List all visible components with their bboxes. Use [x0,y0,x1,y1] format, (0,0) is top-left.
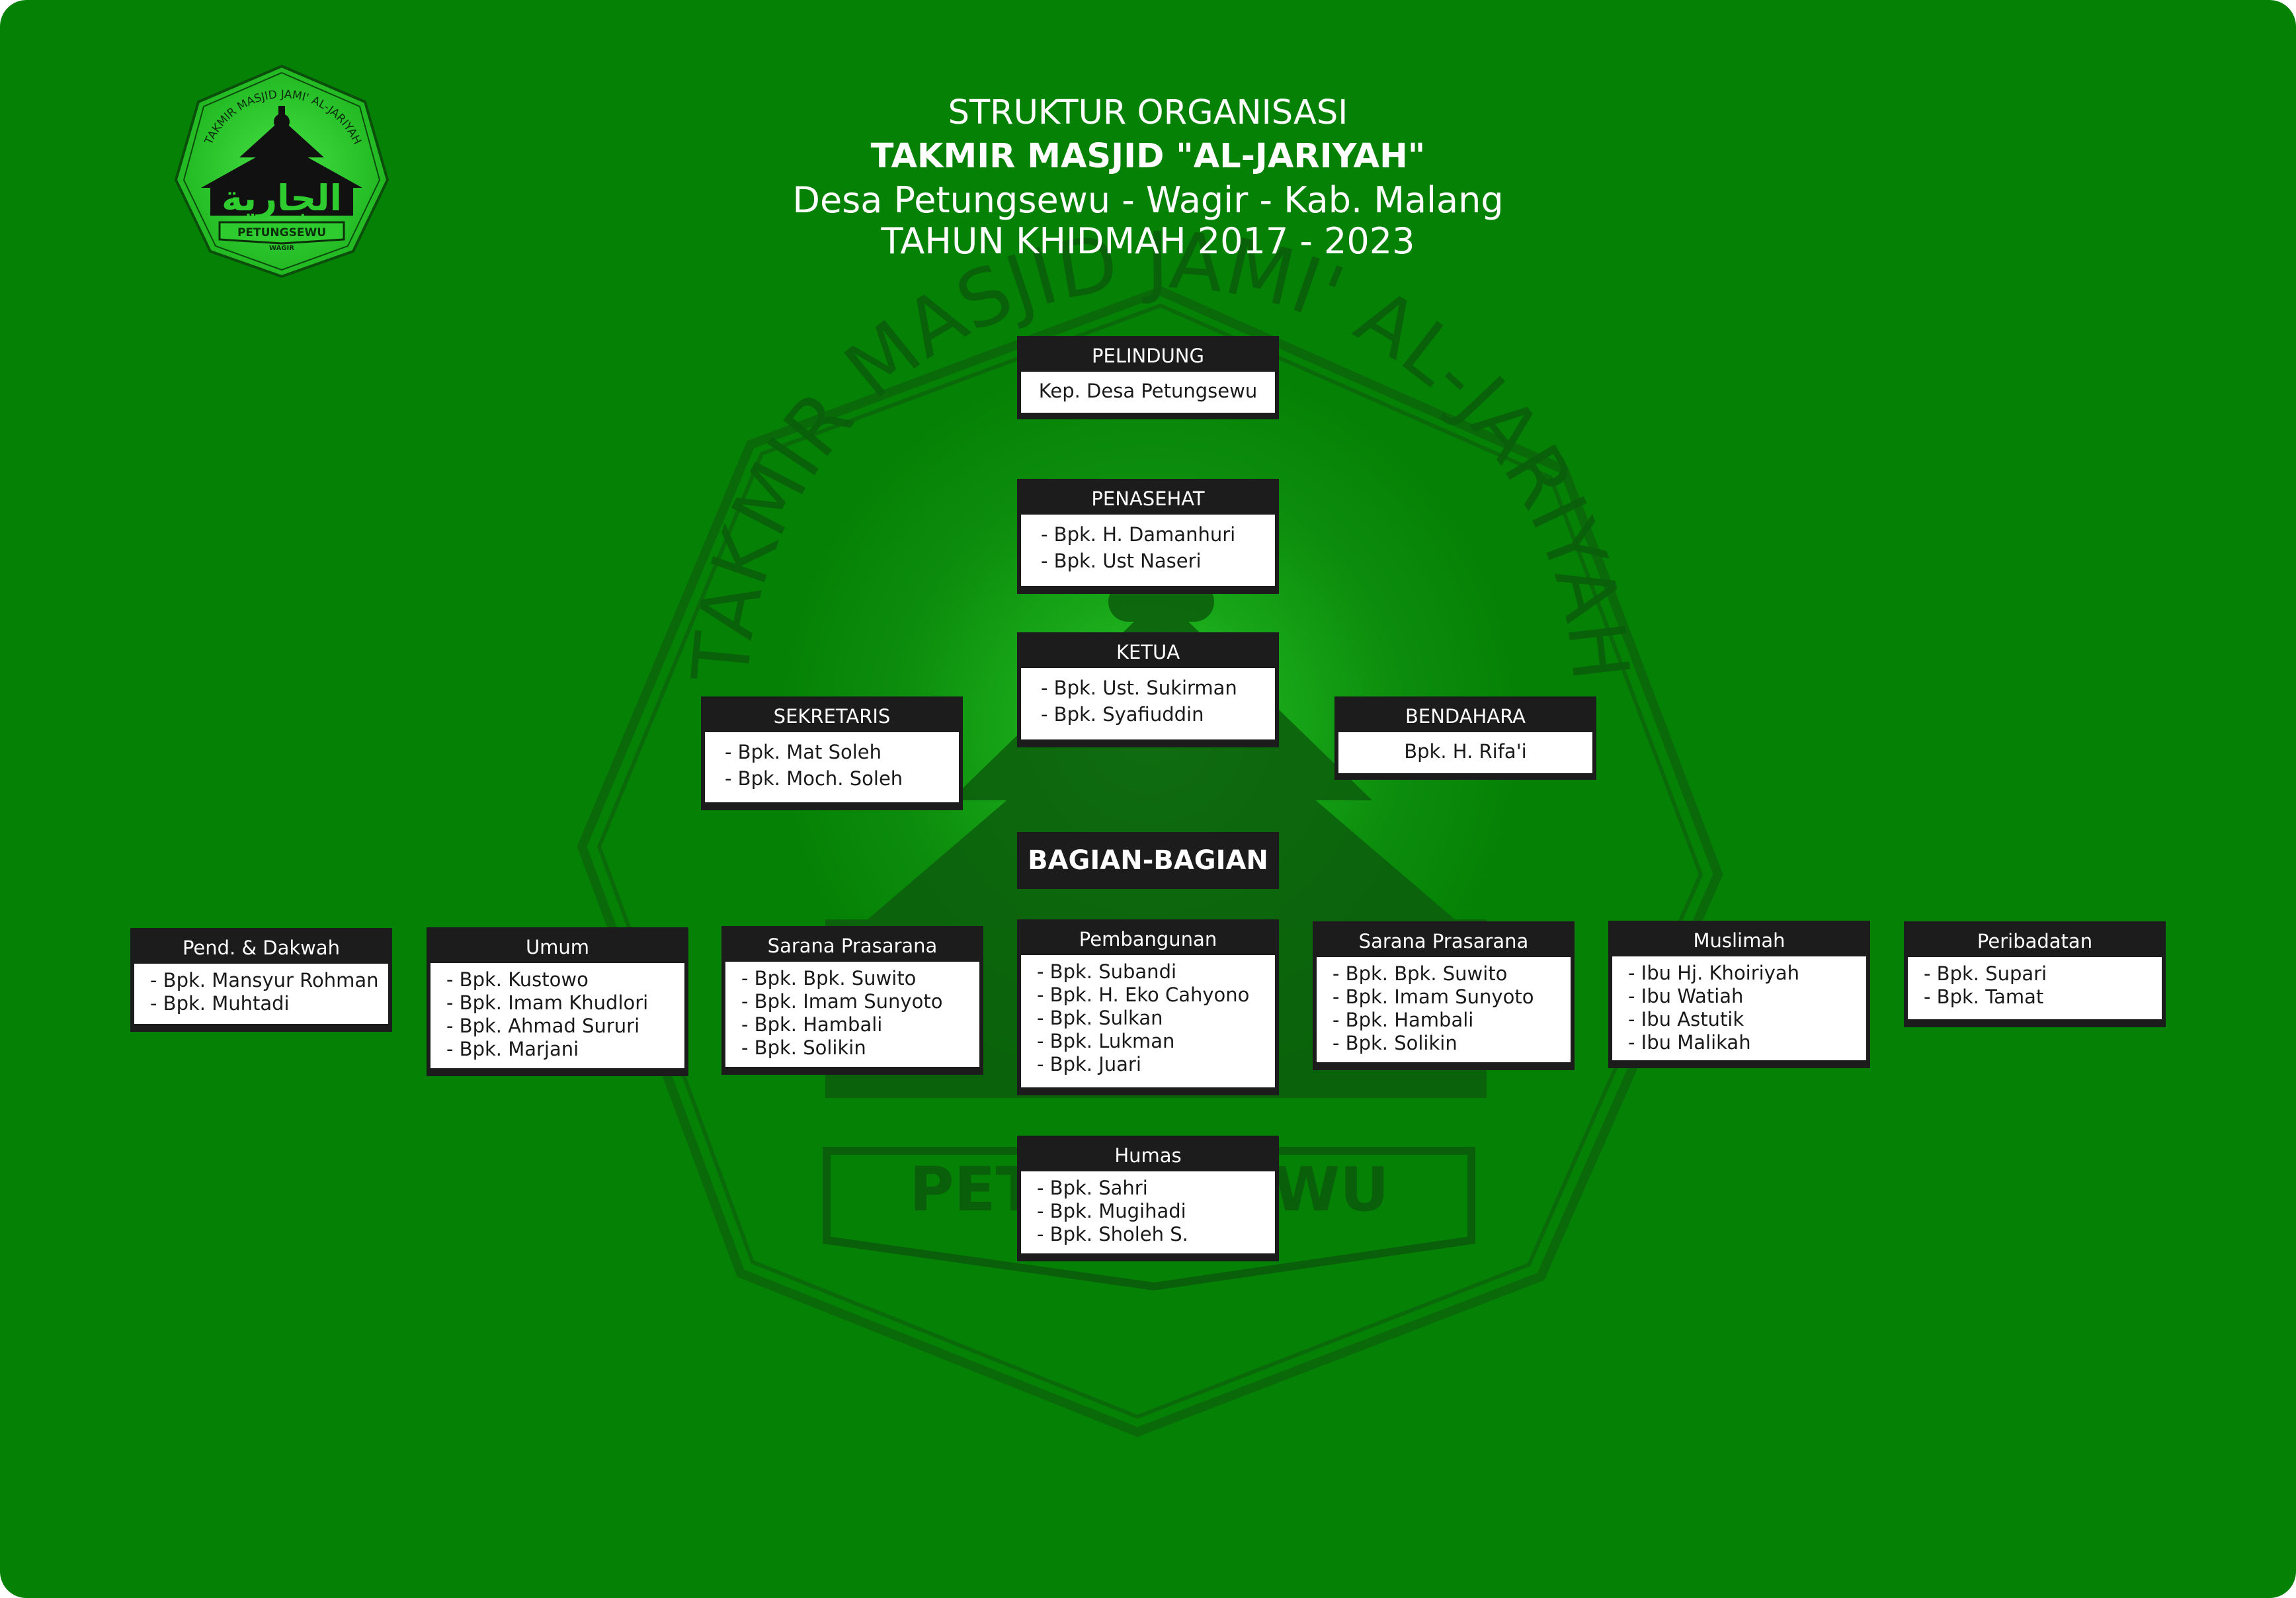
penasehat-box: PENASEHAT - Bpk. H. Damanhuri - Bpk. Ust… [1017,479,1279,594]
bagian-member: - Bpk. Ahmad Sururi [446,1015,640,1037]
bagian-member: - Bpk. Imam Sunyoto [741,990,943,1013]
ketua-member: - Bpk. Ust. Sukirman [1041,677,1237,699]
bagian-box-humas: Humas - Bpk. Sahri - Bpk. Mugihadi - Bpk… [1017,1136,1279,1261]
bagian-title: Pembangunan [1079,928,1217,950]
bagian-title: Peribadatan [1977,930,2093,952]
penasehat-title: PENASEHAT [1091,487,1205,510]
bagian-box-pembangunan: Pembangunan - Bpk. Subandi - Bpk. H. Eko… [1017,919,1279,1095]
bagian-title: Pend. & Dakwah [182,937,341,959]
bagian-box-peribadatan: Peribadatan - Bpk. Supari - Bpk. Tamat [1904,921,2166,1027]
bagian-title: Sarana Prasarana [1358,930,1529,952]
title-line-1: STRUKTUR ORGANISASI [948,93,1348,132]
bagian-title: Muslimah [1693,929,1785,952]
bagian-member: - Ibu Astutik [1628,1008,1744,1030]
ketua-member: - Bpk. Syafiuddin [1041,703,1204,726]
bagian-member: - Bpk. Bpk. Suwito [1332,962,1508,985]
bagian-box-pend-dakwah: Pend. & Dakwah - Bpk. Mansyur Rohman - B… [130,928,392,1032]
bagian-member: - Bpk. Subandi [1037,960,1177,983]
bagian-member: - Bpk. Lukman [1037,1030,1175,1052]
sekretaris-member: - Bpk. Moch. Soleh [725,767,903,790]
bagian-box-sarana-prasarana-left: Sarana Prasarana - Bpk. Bpk. Suwito - Bp… [721,926,983,1075]
title-line-2: TAKMIR MASJID "AL-JARIYAH" [870,137,1426,176]
bagian-member: - Bpk. Mansyur Rohman [150,969,379,991]
page-title: STRUKTUR ORGANISASI TAKMIR MASJID "AL-JA… [685,91,1611,261]
bagian-member: - Ibu Watiah [1628,985,1744,1007]
bagian-member: - Bpk. Imam Khudlori [446,991,649,1014]
logo-arabic-text: الجارية [222,177,342,219]
bendahara-title: BENDAHARA [1405,705,1526,728]
bagian-box-muslimah: Muslimah - Ibu Hj. Khoiriyah - Ibu Watia… [1608,921,1870,1068]
bagian-member: - Bpk. Marjani [446,1038,579,1060]
bagian-member: - Bpk. Imam Sunyoto [1332,986,1534,1008]
bagian-member: - Bpk. Sholeh S. [1037,1223,1188,1245]
bagian-title: Sarana Prasarana [767,935,938,957]
title-line-3: Desa Petungsewu - Wagir - Kab. Malang [792,179,1504,221]
bagian-member: - Bpk. Hambali [1332,1009,1474,1031]
bagian-member: - Bpk. Supari [1924,962,2047,985]
bagian-section-label: BAGIAN-BAGIAN [1017,832,1279,889]
bagian-member: - Bpk. H. Eko Cahyono [1037,984,1250,1006]
bagian-member: - Ibu Hj. Khoiriyah [1628,962,1800,984]
bagian-box-umum: Umum - Bpk. Kustowo - Bpk. Imam Khudlori… [427,927,688,1076]
ketua-title: KETUA [1116,641,1180,663]
ketua-box: KETUA - Bpk. Ust. Sukirman - Bpk. Syafiu… [1017,632,1279,747]
sekretaris-title: SEKRETARIS [773,705,891,728]
pelindung-box: PELINDUNG Kep. Desa Petungsewu [1017,336,1279,419]
logo-banner-text: PETUNGSEWU [237,226,326,239]
penasehat-member: - Bpk. H. Damanhuri [1041,523,1236,546]
bendahara-member: Bpk. H. Rifa'i [1404,740,1527,763]
pelindung-title: PELINDUNG [1092,345,1204,367]
bagian-member: - Bpk. Tamat [1924,986,2044,1008]
bagian-member: - Bpk. Solikin [1332,1032,1457,1054]
bagian-member: - Bpk. Hambali [741,1013,883,1036]
pelindung-member: Kep. Desa Petungsewu [1038,380,1258,402]
logo-sub-text: WAGIR [269,245,294,252]
bagian-member: - Bpk. Solikin [741,1036,866,1059]
bagian-title: Umum [525,936,590,958]
bagian-box-sarana-prasarana-right: Sarana Prasarana - Bpk. Bpk. Suwito - Bp… [1313,921,1575,1070]
bagian-member: - Bpk. Kustowo [446,968,589,991]
bagian-member: - Bpk. Juari [1037,1053,1141,1075]
bagian-member: - Bpk. Sahri [1037,1177,1148,1199]
mosque-logo: TAKMIR MASJID JAMI' AL-JARIYAH الجارية P… [174,64,390,278]
bagian-member: - Bpk. Muhtadi [150,992,290,1015]
bagian-member: - Ibu Malikah [1628,1031,1751,1054]
bagian-member: - Bpk. Bpk. Suwito [741,967,917,989]
bagian-member: - Bpk. Mugihadi [1037,1200,1186,1222]
sekretaris-member: - Bpk. Mat Soleh [725,741,882,763]
title-line-4: TAHUN KHIDMAH 2017 - 2023 [881,220,1415,262]
bagian-member: - Bpk. Sulkan [1037,1007,1163,1029]
bendahara-box: BENDAHARA Bpk. H. Rifa'i [1334,696,1596,780]
penasehat-member: - Bpk. Ust Naseri [1041,550,1202,572]
sekretaris-box: SEKRETARIS - Bpk. Mat Soleh - Bpk. Moch.… [701,696,963,810]
bagian-title: Humas [1114,1144,1182,1167]
